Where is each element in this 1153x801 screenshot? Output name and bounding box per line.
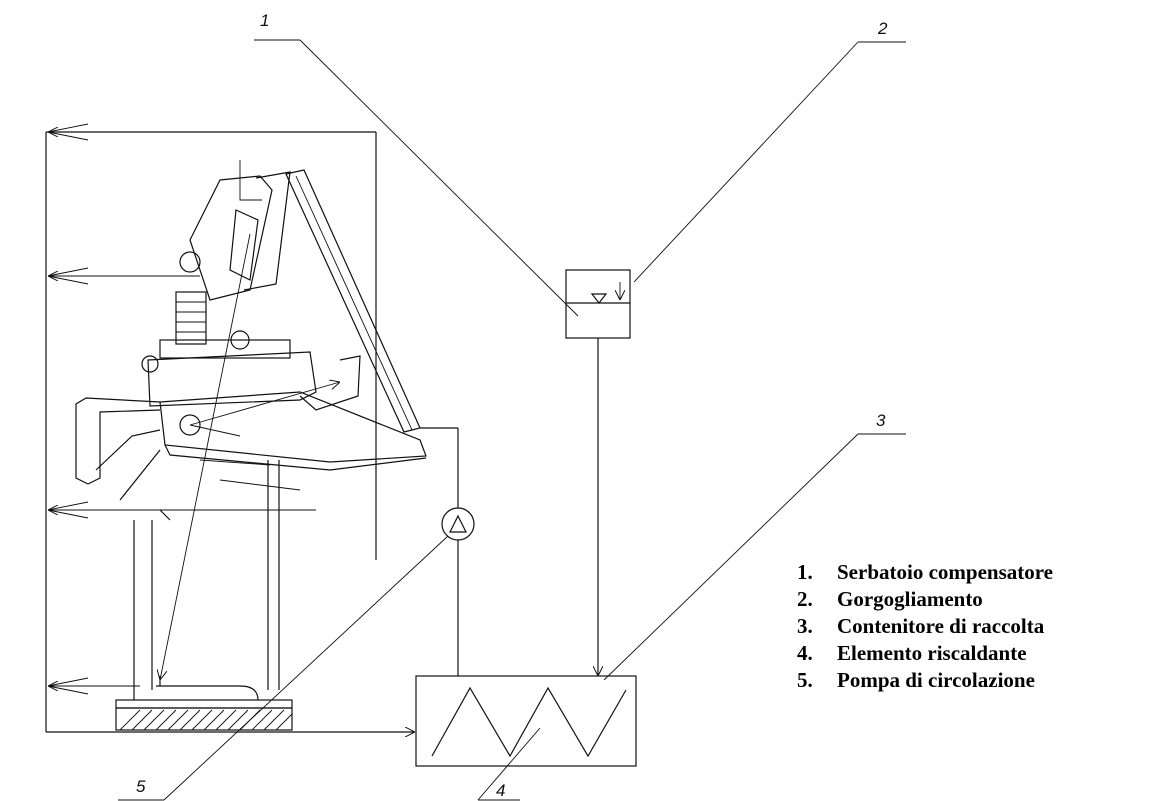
return-circuit [45, 131, 415, 732]
legend-number: 5. [797, 668, 813, 692]
expansion-tank [565, 269, 631, 676]
legend-item: 4. Elemento riscaldante [797, 640, 1053, 667]
legend-label: Elemento riscaldante [837, 641, 1027, 665]
legend-number: 3. [797, 614, 813, 638]
collection-container [415, 675, 637, 767]
callout-4: 4 [496, 781, 505, 800]
return-arrows [47, 123, 376, 695]
callout-2: 2 [877, 19, 888, 38]
machine-drawing [75, 160, 427, 731]
callout-1: 1 [260, 11, 269, 30]
callout-5: 5 [136, 777, 146, 796]
legend-number: 4. [797, 641, 813, 665]
legend-item: 1. Serbatoio compensatore [797, 559, 1053, 586]
leader-lines [118, 39, 906, 801]
legend-label: Pompa di circolazione [837, 668, 1035, 692]
legend-item: 5. Pompa di circolazione [797, 667, 1053, 694]
supply-line [420, 427, 459, 676]
legend-label: Serbatoio compensatore [837, 560, 1053, 584]
legend-item: 3. Contenitore di raccolta [797, 613, 1053, 640]
base-hatching [119, 709, 293, 731]
callout-numbers: 1 2 3 4 5 [136, 11, 888, 800]
legend: 1. Serbatoio compensatore 2. Gorgogliament… [797, 559, 1053, 694]
legend-number: 1. [797, 560, 813, 584]
legend-item: 2. Gorgogliamento [797, 586, 1053, 613]
legend-number: 2. [797, 587, 813, 611]
callout-3: 3 [876, 411, 886, 430]
circulation-pump [441, 507, 475, 541]
legend-label: Gorgogliamento [837, 587, 983, 611]
legend-label: Contenitore di raccolta [837, 614, 1045, 638]
